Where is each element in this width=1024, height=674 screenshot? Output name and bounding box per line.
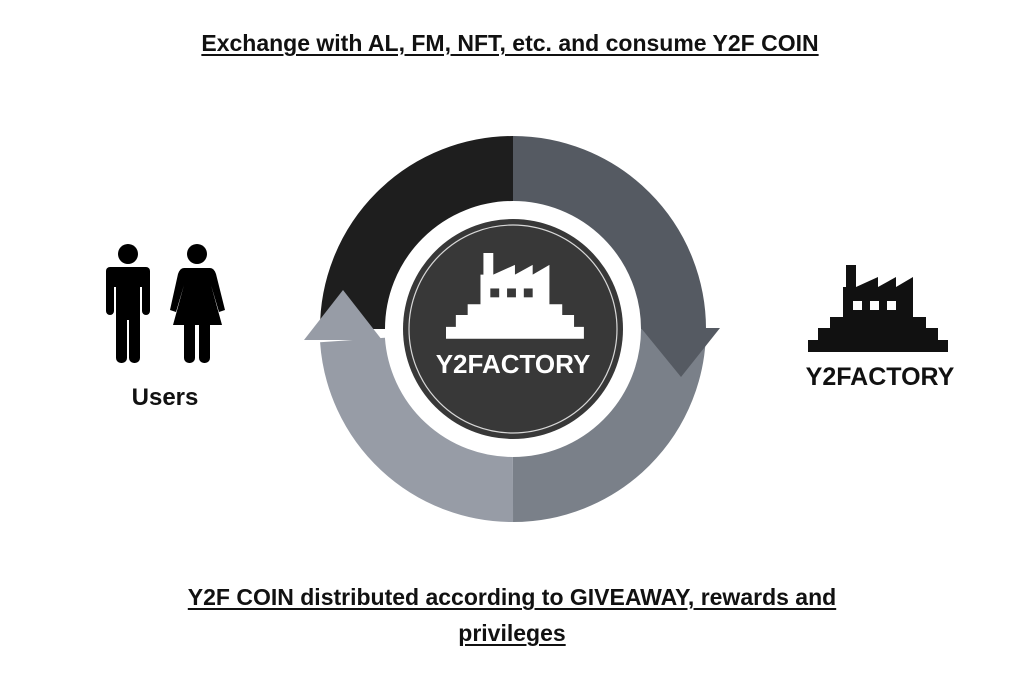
cycle-arrows <box>304 136 720 523</box>
arc-top-left <box>320 136 514 330</box>
diagram-caption: Y2F COIN distributed according to GIVEAW… <box>187 584 837 646</box>
center-badge: Y2FACTORY <box>403 219 623 439</box>
factory-icon <box>808 265 948 352</box>
arc-bottom-left <box>320 336 514 523</box>
arc-top-right <box>512 136 706 330</box>
arc-bottom-right <box>512 328 706 522</box>
woman-icon <box>170 244 225 363</box>
man-icon <box>106 244 150 363</box>
arrow-head-up-icon <box>304 290 382 340</box>
arrow-head-down-icon <box>641 328 720 377</box>
factory-icon <box>446 253 584 339</box>
center-label: Y2FACTORY <box>436 349 591 379</box>
y2factory-label: Y2FACTORY <box>805 363 955 391</box>
diagram-title: Exchange with AL, FM, NFT, etc. and cons… <box>201 30 819 56</box>
users-label: Users <box>131 384 199 411</box>
